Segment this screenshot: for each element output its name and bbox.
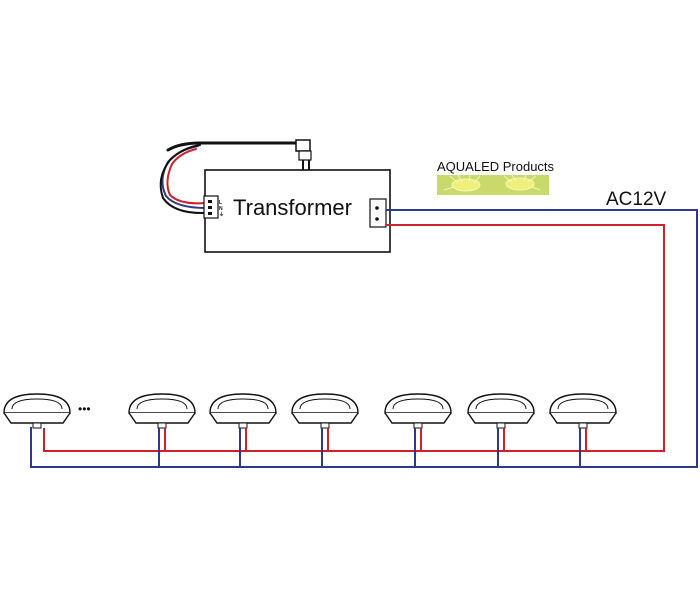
pool-lamp-icon: [3, 393, 71, 429]
pool-lamp-icon: [209, 393, 277, 429]
pool-lamp-icon: [549, 393, 617, 429]
transformer-label: Transformer: [233, 195, 352, 220]
ellipsis-more-lamps: •••: [78, 402, 91, 416]
pool-lamp-icon: [291, 393, 359, 429]
ac12v-label: AC12V: [606, 189, 667, 210]
power-cord: [159, 141, 298, 215]
brand-name: AQUALED Products: [437, 159, 555, 174]
negative-supply-wire: [30, 209, 698, 468]
pool-lamp-icon: [467, 393, 535, 429]
aqualed-logo: AQUALED Products: [437, 159, 555, 195]
pool-lamp-icon: [384, 393, 452, 429]
lamp-row: [3, 393, 617, 467]
supply-wires: [30, 209, 698, 468]
terminal-label-n: N: [219, 206, 223, 212]
transformer-box: Transformer: [204, 169, 391, 253]
terminal-label-earth: ⏚: [219, 211, 224, 218]
pool-lamp-icon: [128, 393, 196, 429]
positive-supply-wire: [43, 224, 665, 452]
plug-icon: [295, 139, 312, 170]
input-terminal-block: L N ⏚: [203, 195, 224, 219]
output-terminal-block: [369, 198, 387, 228]
terminal-label-l: L: [219, 200, 222, 206]
